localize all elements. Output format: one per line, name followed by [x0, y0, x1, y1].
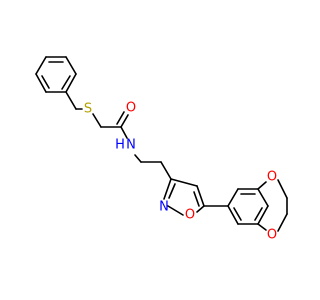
- bond: [65, 73, 77, 93]
- aromatic-inner-bond: [254, 207, 263, 221]
- bond: [163, 178, 172, 200]
- isoxazole-oxygen-label: O: [185, 208, 195, 223]
- bond: [257, 223, 267, 231]
- aromatic-inner-bond: [168, 183, 176, 199]
- isoxazole-ring: [163, 178, 205, 216]
- bond: [120, 126, 128, 139]
- bond: [257, 188, 269, 207]
- bond: [196, 205, 205, 213]
- bond: [160, 161, 172, 180]
- benzodioxole-ring: [227, 188, 269, 225]
- bond: [257, 181, 267, 190]
- bond: [134, 154, 142, 163]
- bond: [35, 56, 47, 75]
- amide-hydrogen-label: H: [115, 138, 125, 153]
- isoxazole-nitrogen-label: N: [159, 200, 169, 215]
- aromatic-inner-bond: [193, 191, 200, 207]
- bond: [257, 205, 269, 225]
- bond: [170, 178, 198, 187]
- bond: [92, 113, 102, 128]
- bond: [167, 205, 184, 216]
- structure-diagram: S O N H N O O O: [35, 56, 288, 243]
- dioxole-ring: [257, 179, 288, 232]
- bond: [120, 114, 129, 128]
- dioxole-oxygen-top-label: O: [267, 170, 277, 185]
- carbonyl-double-bond: [116, 111, 125, 125]
- dioxole-oxygen-bottom-label: O: [267, 228, 277, 243]
- sulfur-label: S: [84, 102, 92, 117]
- bond: [35, 73, 47, 93]
- aromatic-inner-bond: [61, 75, 71, 90]
- bond: [277, 213, 288, 232]
- amide-nitrogen-label: N: [126, 138, 136, 153]
- bond: [227, 188, 239, 207]
- linker-chain: [65, 91, 172, 180]
- atom-labels: S O N H N O O O: [84, 101, 277, 243]
- bond: [196, 185, 205, 207]
- bond: [227, 205, 239, 225]
- bond: [65, 56, 77, 75]
- bond: [65, 91, 77, 110]
- carbonyl-oxygen-label: O: [126, 101, 136, 116]
- aromatic-inner-bond: [233, 207, 242, 221]
- phenyl-ring: [35, 56, 77, 93]
- aromatic-inner-bond: [41, 75, 50, 89]
- bond: [277, 179, 288, 199]
